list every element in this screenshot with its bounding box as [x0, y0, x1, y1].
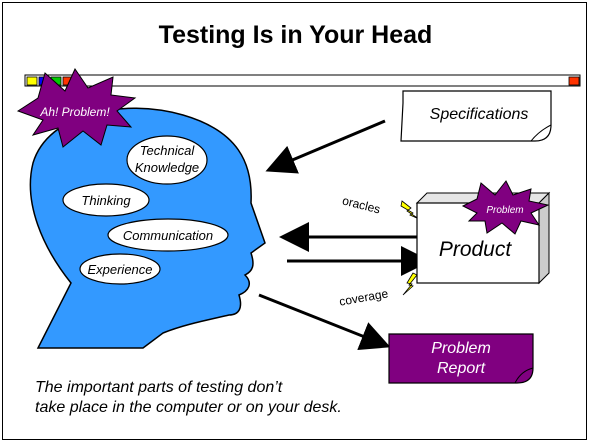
thinking-oval [62, 183, 150, 217]
experience-label: Experience [87, 262, 152, 277]
lightning-icon-oracles [400, 200, 420, 220]
product-label: Product [439, 238, 513, 261]
communication-label: Communication [123, 228, 213, 243]
arrow-spec-to-head [265, 119, 386, 174]
lightning-icon-coverage [402, 272, 418, 296]
communication-oval [107, 218, 229, 252]
caption-line1: The important parts of testing don’t [35, 379, 283, 396]
oracles-label: oracles [341, 193, 382, 216]
thinking-label: Thinking [81, 193, 131, 208]
arrow-head-to-report [258, 293, 391, 351]
experience-oval [79, 253, 161, 285]
technical-knowledge-oval [126, 135, 208, 185]
report-line2-label: Report [437, 360, 486, 377]
caption: The important parts of testing don’t tak… [35, 378, 455, 418]
product-problem-label: Problem [486, 205, 523, 216]
band-yellow-square [26, 76, 38, 86]
problem-report [388, 333, 534, 384]
slide-title: Testing Is in Your Head [158, 21, 433, 49]
report-line1-label: Problem [431, 340, 491, 357]
caption-line2: take place in the computer or on your de… [35, 399, 342, 416]
diagram-canvas: Technical Knowledge Thinking Communicati… [16, 67, 581, 384]
specifications-label: Specifications [430, 106, 529, 123]
technical-line1-label: Technical [140, 143, 196, 158]
ah-problem-label: Ah! Problem! [39, 105, 110, 119]
slide: Testing Is in Your Head Technical Knowle… [2, 2, 587, 440]
ah-problem-burst [16, 67, 137, 148]
coverage-label: coverage [338, 286, 389, 308]
band-end-square [568, 76, 580, 86]
technical-line2-label: Knowledge [135, 160, 199, 175]
product-problem-burst [461, 180, 550, 235]
